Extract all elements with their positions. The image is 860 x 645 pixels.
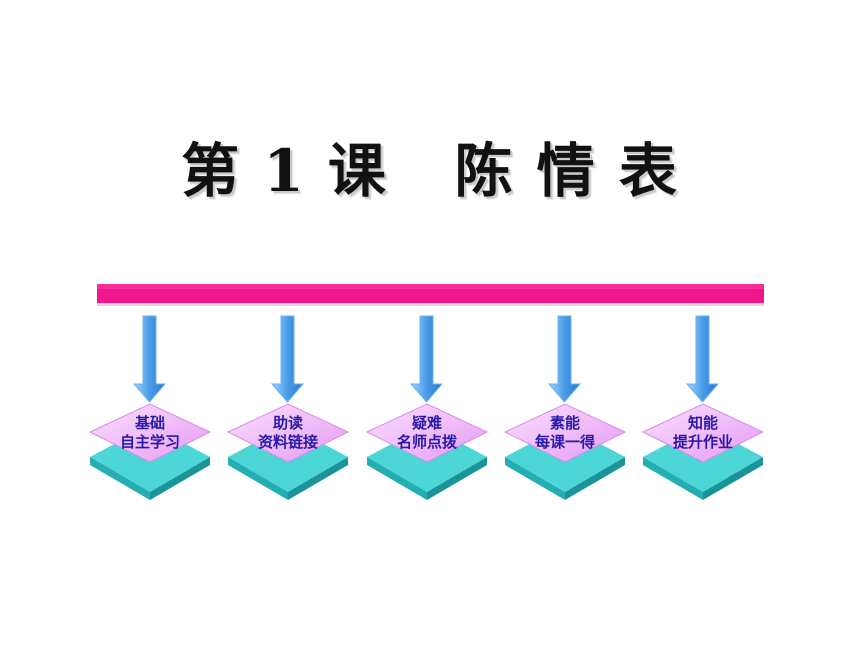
arrow-down-icon — [226, 315, 350, 500]
nav-item-label: 基础 自主学习 — [88, 414, 212, 452]
nav-item-label: 素能 每课一得 — [503, 414, 627, 452]
nav-item-line1: 素能 — [549, 414, 580, 432]
nav-item-line1: 疑难 — [411, 414, 442, 432]
arrow-down-icon — [503, 315, 627, 500]
nav-item-label: 助读 资料链接 — [226, 414, 350, 452]
nav-item-basic-self-study[interactable]: 基础 自主学习 — [88, 312, 212, 507]
nav-item-label: 知能 提升作业 — [641, 414, 765, 452]
arrow-down-icon — [641, 315, 765, 500]
nav-item-lesson-gain[interactable]: 素能 每课一得 — [503, 312, 627, 507]
nav-item-line2: 自主学习 — [119, 433, 180, 451]
nav-item-line2: 每课一得 — [534, 433, 595, 451]
nav-item-line1: 知能 — [687, 414, 718, 432]
nav-item-line2: 资料链接 — [257, 433, 318, 451]
timeline-bar — [97, 284, 764, 303]
nav-item-teacher-tips[interactable]: 疑难 名师点拨 — [365, 312, 489, 507]
arrow-down-icon — [365, 315, 489, 500]
arrow-down-icon — [88, 315, 212, 500]
nav-item-line1: 助读 — [272, 414, 303, 432]
nav-item-homework[interactable]: 知能 提升作业 — [641, 312, 765, 507]
nav-item-line2: 提升作业 — [672, 433, 733, 451]
nav-item-reading-links[interactable]: 助读 资料链接 — [226, 312, 350, 507]
nav-item-line1: 基础 — [134, 414, 165, 432]
nav-item-line2: 名师点拨 — [396, 433, 457, 451]
nav-item-label: 疑难 名师点拨 — [365, 414, 489, 452]
page-title: 第 1 课 陈 情 表 — [181, 137, 679, 205]
